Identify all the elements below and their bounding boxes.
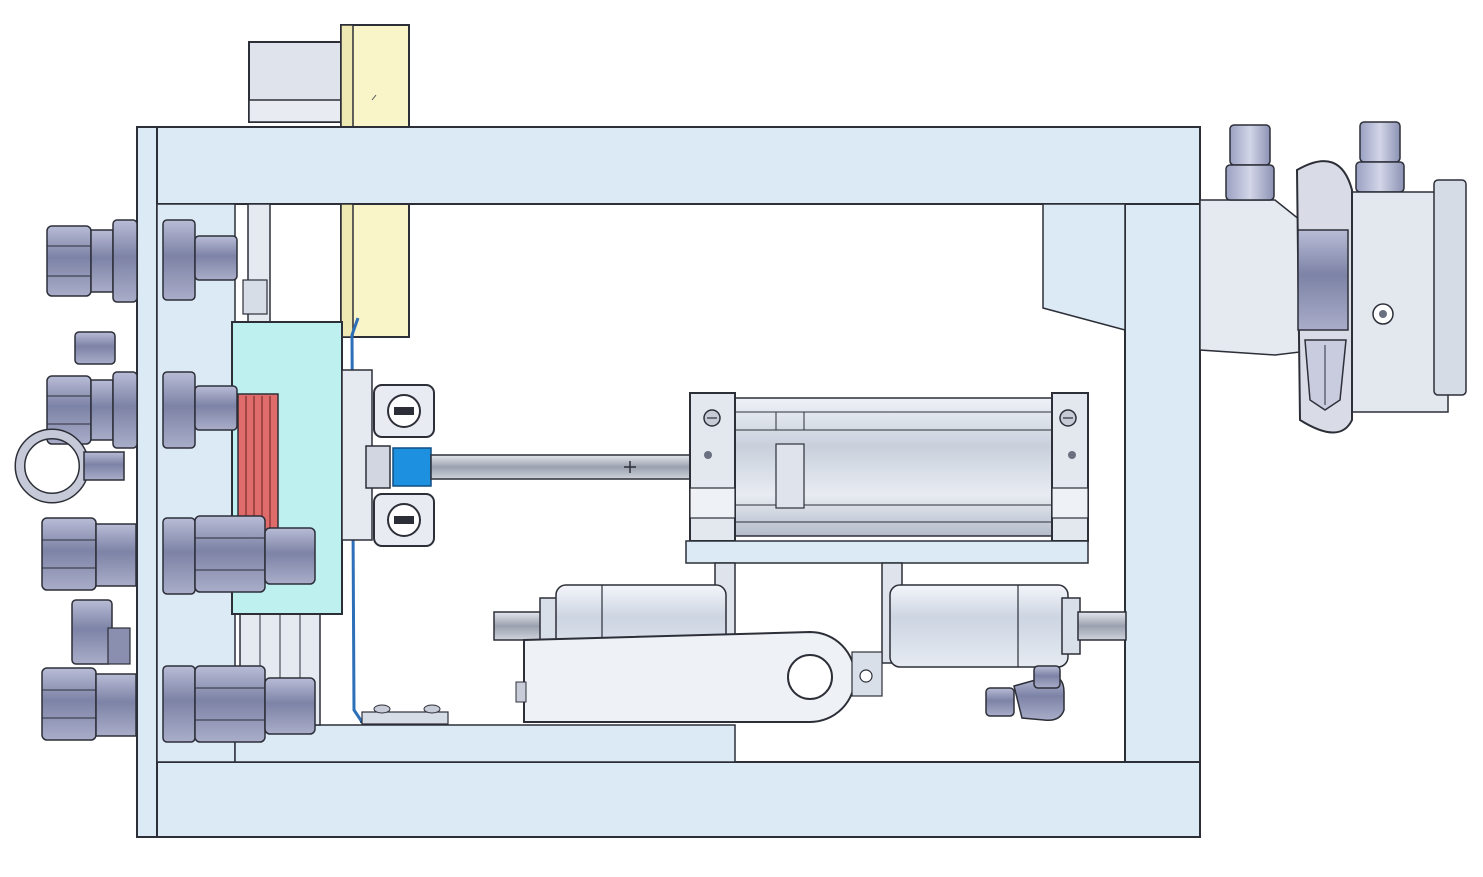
frame-gusset (1042, 203, 1126, 331)
frame-bottom-rail (136, 761, 1201, 838)
blue-pusher-block (392, 447, 432, 487)
guide-rollers (341, 369, 435, 547)
wire-clip (361, 704, 449, 725)
base-plate (234, 724, 736, 763)
piston-rod (430, 454, 694, 480)
pneumatic-cylinder (685, 392, 1089, 564)
center-mark-icon (624, 461, 636, 473)
left-fittings (41, 219, 316, 743)
elbow-fitting (985, 665, 1065, 722)
top-sensor-box (248, 41, 343, 123)
lower-actuator (493, 584, 1127, 723)
frame-right-post (1124, 203, 1201, 763)
frame-top-rail (136, 126, 1201, 205)
lifting-ring-icon (14, 428, 125, 504)
right-clamp-assembly (1199, 121, 1467, 434)
frame-left-edge (136, 126, 158, 838)
